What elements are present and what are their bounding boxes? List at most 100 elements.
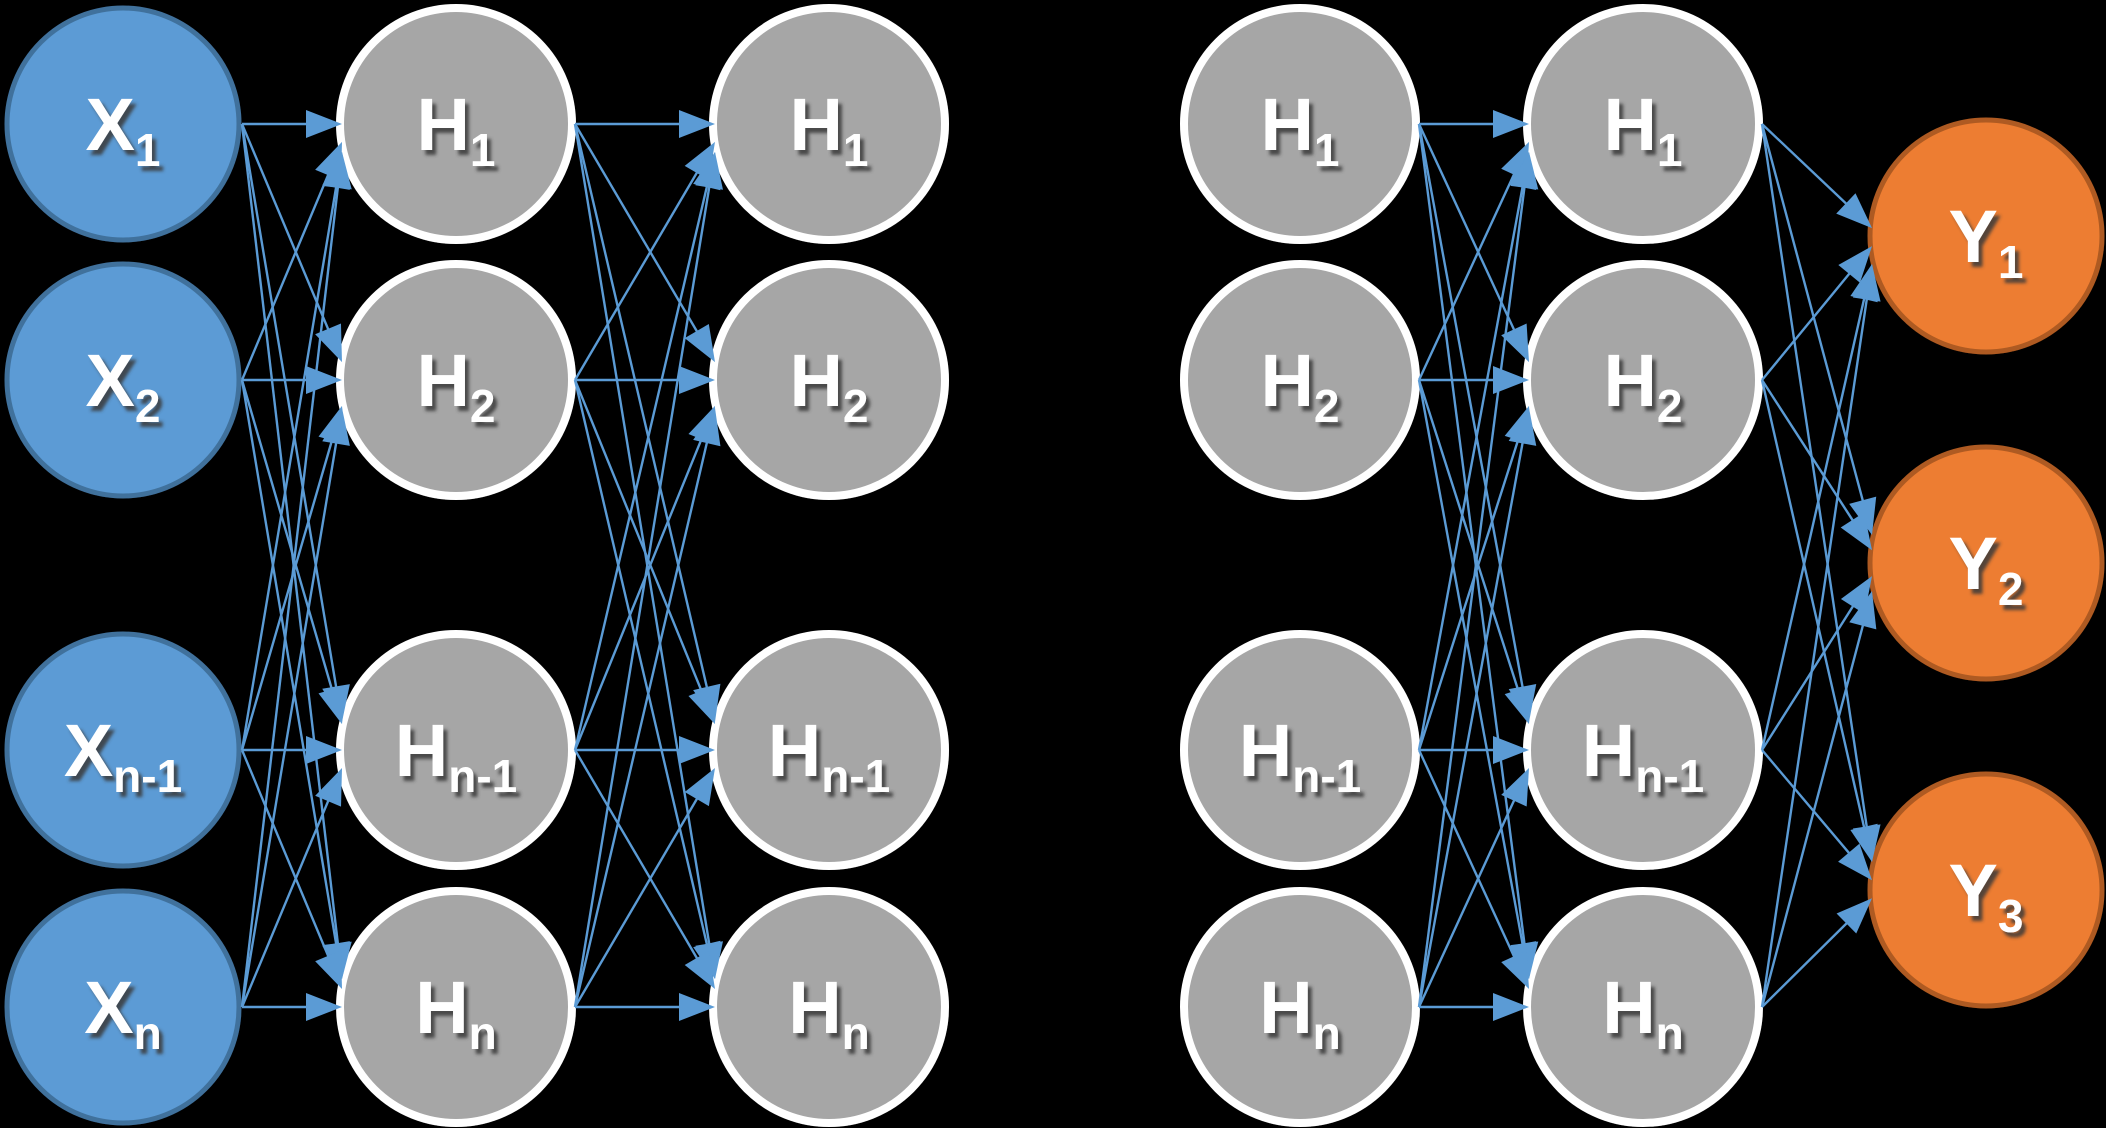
node-hidden1-hn: Hn — [336, 887, 576, 1127]
arrowhead-icon — [1510, 152, 1539, 190]
arrowhead-icon — [684, 767, 715, 807]
connector-line — [1417, 173, 1528, 1008]
arrowhead-icon — [322, 408, 350, 446]
node-output-y1: Y1 — [1867, 117, 2105, 355]
connector-line — [240, 379, 338, 704]
connector-line — [1417, 426, 1524, 751]
arrowhead-icon — [306, 993, 342, 1021]
connector-line — [573, 786, 706, 1008]
connector-line — [1761, 123, 1858, 215]
arrowhead-icon — [1840, 512, 1872, 551]
node-hidden3-hn-1: Hn-1 — [1180, 630, 1420, 870]
connector-line — [1760, 379, 1869, 842]
arrowhead-icon — [306, 110, 342, 138]
node-hidden1-h1: H1 — [336, 4, 576, 244]
node-output-y2: Y2 — [1867, 444, 2105, 682]
node-hidden2-h2: H2 — [709, 260, 949, 500]
edge-hidden1-hn-1-to-hidden2-hn — [573, 749, 715, 990]
edge-input-xn-1-to-hidden1-hn-1 — [242, 736, 342, 764]
edge-hidden4-hn-to-output-y2 — [1760, 591, 1877, 1008]
connector-line — [240, 173, 341, 1008]
arrowhead-icon — [1838, 843, 1872, 881]
arrowhead-icon — [1836, 193, 1872, 229]
edge-hidden3-hn-to-hidden4-hn-1 — [1417, 767, 1529, 1008]
arrowhead-icon — [695, 152, 723, 190]
connector-line — [240, 161, 335, 381]
arrowhead-icon — [1501, 323, 1529, 363]
node-hidden3-hn: Hn — [1180, 887, 1420, 1127]
node-label-hn-1: Hn-1 — [1582, 709, 1704, 802]
arrowhead-icon — [306, 736, 342, 764]
arrowhead-icon — [323, 152, 352, 190]
node-layer: X1X2Xn-1XnH1H2Hn-1HnH1H2Hn-1HnH1H2Hn-1Hn… — [4, 4, 2105, 1127]
node-output-y3: Y3 — [1867, 771, 2105, 1009]
connector-line — [573, 379, 708, 705]
connector-line — [1417, 173, 1527, 751]
edge-input-x2-to-hidden1-hn-1 — [240, 379, 346, 725]
node-label-h1: H1 — [1603, 83, 1682, 176]
connector-line — [240, 123, 335, 343]
node-hidden4-hn: Hn — [1523, 887, 1763, 1127]
node-hidden1-h2: H2 — [336, 260, 576, 500]
edge-hidden4-hn-to-output-y1 — [1760, 264, 1881, 1008]
edge-hidden3-h1-to-hidden4-h2 — [1417, 123, 1529, 363]
node-label-h2: H2 — [1603, 339, 1682, 432]
edge-hidden3-hn-to-hidden4-h2 — [1417, 408, 1537, 1008]
arrowhead-icon — [1501, 767, 1529, 807]
node-circle — [1867, 444, 2105, 682]
node-circle — [1867, 117, 2105, 355]
node-circle — [4, 888, 242, 1126]
edge-input-xn-to-hidden1-h1 — [240, 152, 352, 1008]
node-label-hn: Hn — [415, 966, 497, 1059]
connector-line — [573, 425, 708, 751]
node-label-hn-1: Hn-1 — [768, 709, 890, 802]
node-hidden1-hn-1: Hn-1 — [336, 630, 576, 870]
connector-line — [573, 379, 712, 959]
edge-hidden3-h1-to-hidden4-h1 — [1419, 110, 1529, 138]
edge-hidden1-hn-to-hidden2-hn-1 — [573, 767, 715, 1008]
node-label-x1: X1 — [86, 83, 161, 176]
connector-line — [240, 173, 340, 751]
node-label-y3: Y3 — [1949, 849, 2024, 942]
arrowhead-icon — [1836, 898, 1872, 934]
connector-line — [1417, 429, 1527, 1008]
node-input-xn: Xn — [4, 888, 242, 1126]
arrowhead-icon — [315, 767, 342, 807]
connector-line — [573, 172, 712, 751]
node-label-h1: H1 — [416, 83, 495, 176]
edge-hidden3-hn-to-hidden4-h1 — [1417, 152, 1539, 1008]
edge-layer — [240, 110, 1881, 1021]
connector-line — [1761, 912, 1858, 1008]
connector-line — [1417, 379, 1524, 704]
node-hidden4-hn-1: Hn-1 — [1523, 630, 1763, 870]
node-input-x2: X2 — [4, 261, 242, 499]
arrowhead-icon — [684, 950, 715, 990]
node-circle — [1180, 630, 1420, 870]
connector-line — [573, 173, 713, 1008]
connector-line — [1760, 284, 1869, 751]
connector-line — [1417, 123, 1527, 701]
arrowhead-icon — [1508, 408, 1537, 446]
arrowhead-icon — [1493, 110, 1529, 138]
arrowhead-icon — [693, 408, 721, 447]
node-label-h2: H2 — [416, 339, 495, 432]
arrowhead-icon — [1493, 366, 1529, 394]
arrowhead-icon — [679, 110, 715, 138]
node-hidden3-h1: H1 — [1180, 4, 1420, 244]
node-input-xn-1: Xn-1 — [4, 631, 242, 869]
arrowhead-icon — [1849, 591, 1877, 630]
edge-input-xn-to-hidden1-h2 — [240, 408, 350, 1008]
node-hidden2-hn: Hn — [709, 887, 949, 1127]
node-label-hn-1: Hn-1 — [395, 709, 517, 802]
edge-hidden3-h2-to-hidden4-h2 — [1419, 366, 1529, 394]
node-hidden2-h1: H1 — [709, 4, 949, 244]
edge-hidden1-h1-to-hidden2-h1 — [575, 110, 715, 138]
connector-line — [1760, 285, 1871, 1008]
arrowhead-icon — [679, 736, 715, 764]
node-hidden3-h2: H2 — [1180, 260, 1420, 500]
edge-hidden1-h2-to-hidden2-hn-1 — [573, 379, 715, 725]
arrowhead-icon — [1852, 264, 1881, 302]
node-circle — [1180, 260, 1420, 500]
